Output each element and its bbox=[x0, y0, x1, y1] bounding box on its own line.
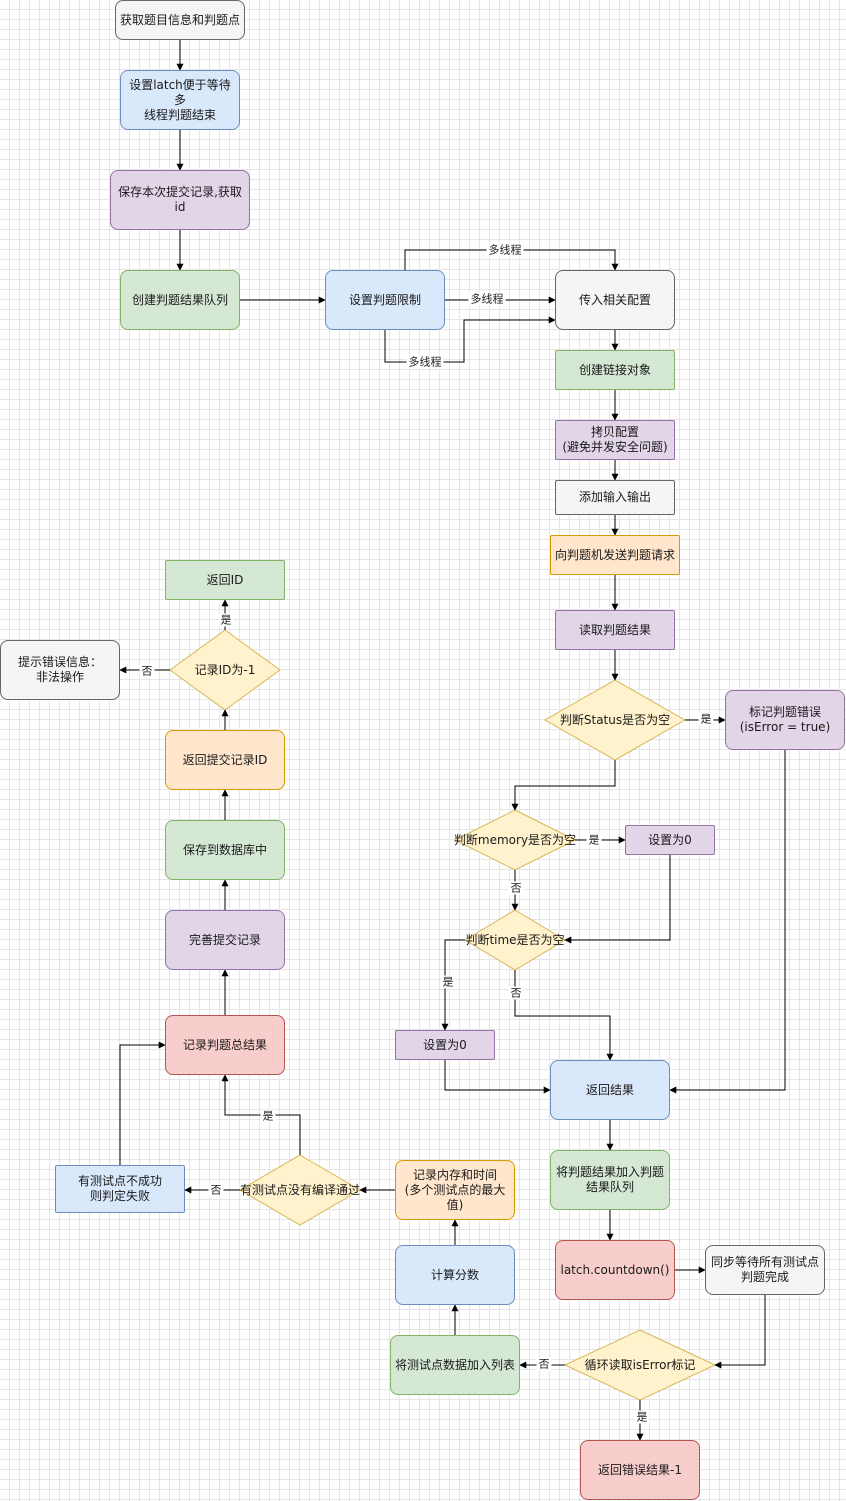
edge-label-status-yes: 是 bbox=[698, 712, 714, 726]
edge-label-time-no: 否 bbox=[508, 986, 524, 1000]
edge-limit-config-bottom bbox=[384, 316, 556, 363]
edge-zero-return bbox=[444, 1060, 551, 1094]
send-request-node: 向判题机发送判题请求 bbox=[550, 535, 680, 575]
edge-mark-return bbox=[669, 750, 786, 1094]
add-io-node: 添加输入输出 bbox=[555, 480, 675, 515]
create-queue-node: 创建判题结果队列 bbox=[120, 270, 240, 330]
return-record-id-node: 返回提交记录ID bbox=[165, 730, 285, 790]
copy-config-node: 拷贝配置 (避免并发安全问题) bbox=[555, 420, 675, 460]
pass-config-node: 传入相关配置 bbox=[555, 270, 675, 330]
check-time-diamond bbox=[464, 909, 566, 971]
edge-label-multithread-top: 多线程 bbox=[486, 243, 524, 257]
set-latch-node: 设置latch便于等待多 线程判题结束 bbox=[120, 70, 240, 130]
edge-zero-time bbox=[564, 855, 671, 944]
calc-score-node: 计算分数 bbox=[395, 1245, 515, 1305]
save-db-node: 保存到数据库中 bbox=[165, 820, 285, 880]
edge-time-zero bbox=[441, 939, 465, 1031]
record-total-node: 记录判题总结果 bbox=[165, 1015, 285, 1075]
edge-label-id-no: 否 bbox=[139, 664, 155, 678]
edge-label-compile-yes: 是 bbox=[260, 1109, 276, 1123]
edge-label-memory-no: 否 bbox=[508, 881, 524, 895]
edge-label-loop-yes: 是 bbox=[634, 1410, 650, 1424]
judge-fail-node: 有测试点不成功 则判定失败 bbox=[55, 1165, 185, 1213]
save-submission-node: 保存本次提交记录,获取id bbox=[110, 170, 250, 230]
edge-label-multithread-bottom: 多线程 bbox=[406, 355, 444, 369]
set-zero-memory-node: 设置为0 bbox=[625, 825, 715, 855]
read-result-node: 读取判题结果 bbox=[555, 610, 675, 650]
set-zero-time-node: 设置为0 bbox=[395, 1030, 495, 1060]
edge-fail-total bbox=[119, 1041, 166, 1165]
return-id-node: 返回ID bbox=[165, 560, 285, 600]
edge-label-id-yes: 是 bbox=[218, 613, 234, 627]
get-problem-node: 获取题目信息和判题点 bbox=[115, 0, 245, 40]
record-mem-time-node: 记录内存和时间 (多个测试点的最大值) bbox=[395, 1160, 515, 1220]
mark-error-node: 标记判题错误 (isError = true) bbox=[725, 690, 845, 750]
check-status-diamond bbox=[543, 679, 687, 761]
latch-countdown-node: latch.countdown() bbox=[555, 1240, 675, 1300]
create-link-node: 创建链接对象 bbox=[555, 350, 675, 390]
edge-status-memory bbox=[511, 760, 616, 811]
set-limit-node: 设置判题限制 bbox=[325, 270, 445, 330]
edge-label-memory-yes: 是 bbox=[586, 833, 602, 847]
edge-label-multithread-mid: 多线程 bbox=[468, 292, 506, 306]
edge-time-return bbox=[514, 970, 614, 1061]
loop-read-diamond bbox=[563, 1329, 717, 1401]
add-to-list-node: 将测试点数据加入列表 bbox=[390, 1335, 520, 1395]
edge-sync-loop bbox=[714, 1295, 766, 1369]
illegal-op-node: 提示错误信息： 非法操作 bbox=[0, 640, 120, 700]
check-id-diamond bbox=[169, 629, 281, 711]
edge-label-time-yes: 是 bbox=[440, 975, 456, 989]
return-error-node: 返回错误结果-1 bbox=[580, 1440, 700, 1500]
complete-record-node: 完善提交记录 bbox=[165, 910, 285, 970]
add-to-queue-node: 将判题结果加入判题 结果队列 bbox=[550, 1150, 670, 1210]
edge-label-loop-no: 否 bbox=[536, 1357, 552, 1371]
sync-wait-node: 同步等待所有测试点 判题完成 bbox=[705, 1245, 825, 1295]
check-compile-diamond bbox=[239, 1154, 361, 1226]
return-result-node: 返回结果 bbox=[550, 1060, 670, 1120]
check-memory-diamond bbox=[453, 809, 577, 871]
edge-label-compile-no: 否 bbox=[208, 1183, 224, 1197]
